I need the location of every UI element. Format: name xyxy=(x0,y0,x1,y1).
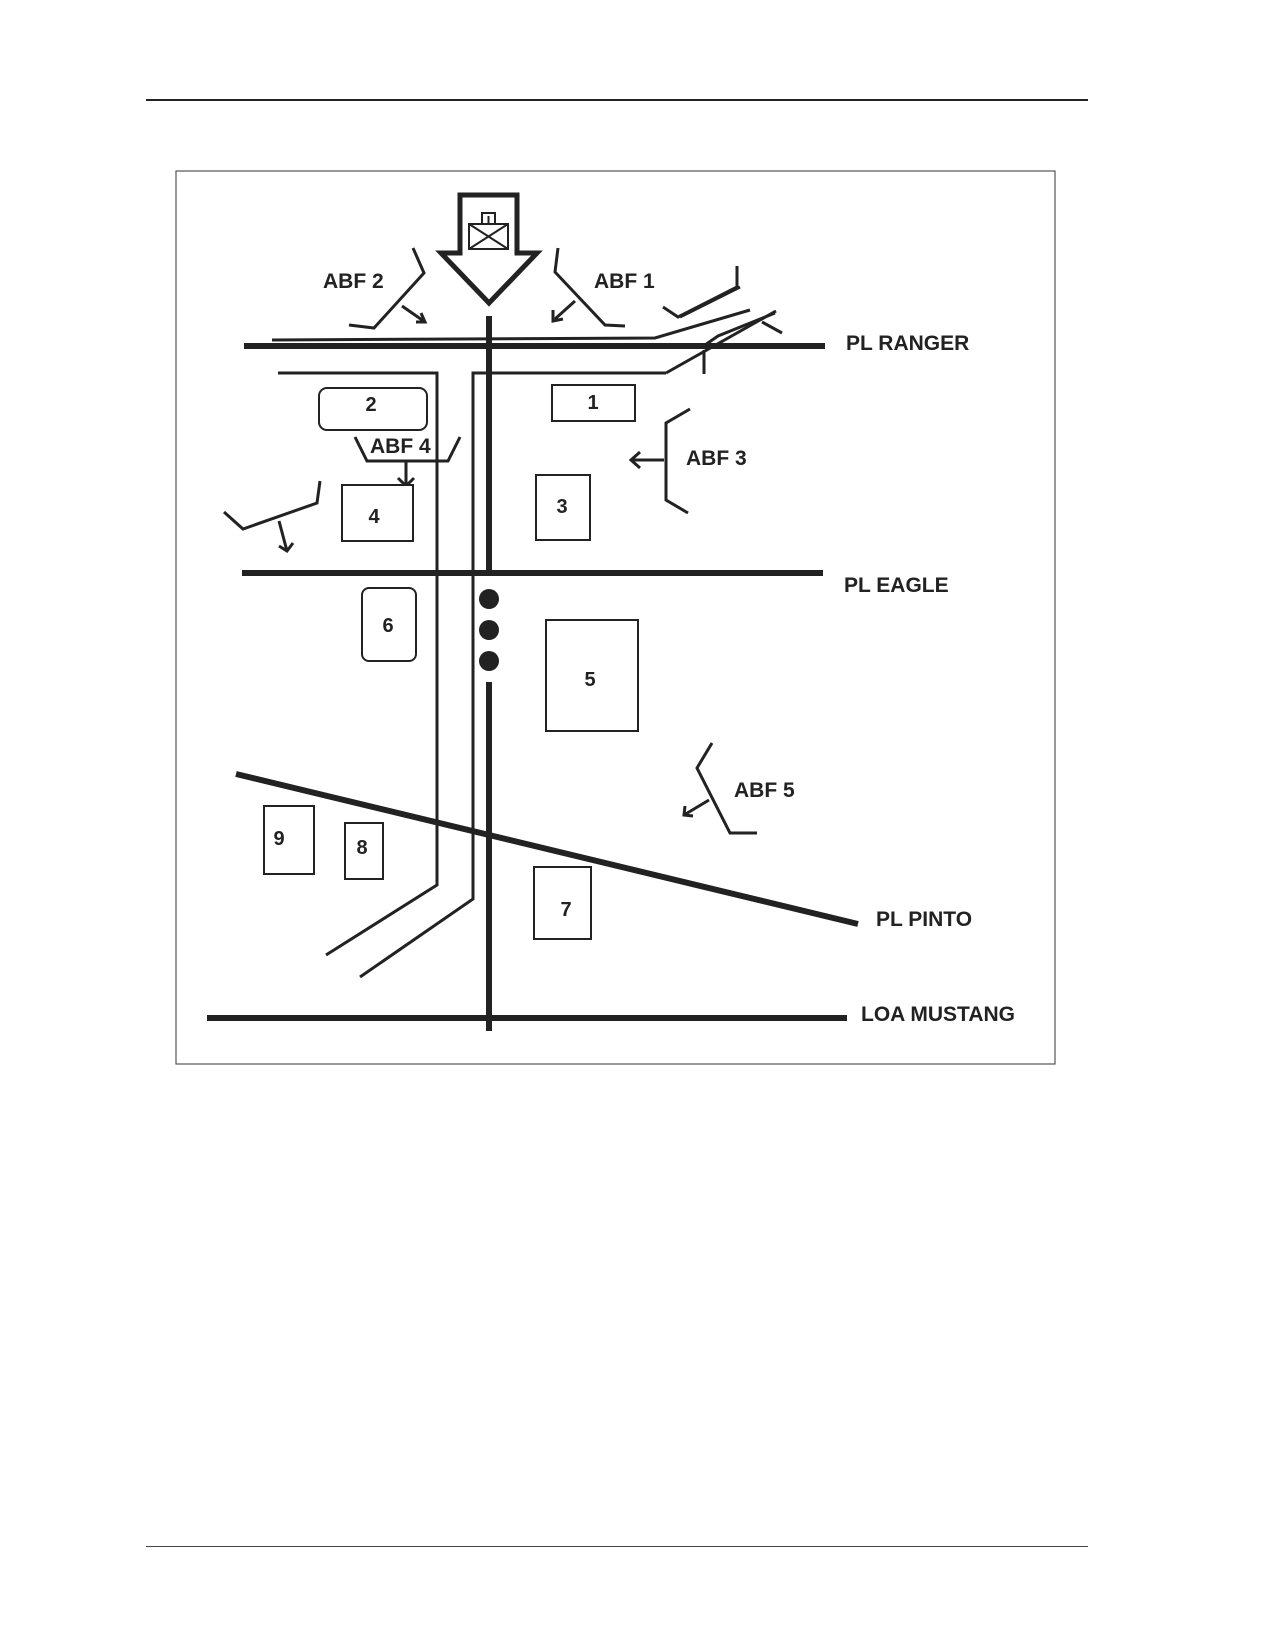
objective-2-label: 2 xyxy=(365,394,376,416)
objective-3-box xyxy=(535,474,591,541)
objective-1-label: 1 xyxy=(587,392,598,414)
objective-3-label: 3 xyxy=(556,496,567,518)
objective-5-box xyxy=(545,619,639,732)
road-east xyxy=(359,371,666,979)
abf-1-symbol xyxy=(551,247,626,328)
objective-6-box xyxy=(361,587,417,662)
objective-1-box xyxy=(551,384,636,422)
abf-2-label: ABF 2 xyxy=(323,270,384,293)
road-network xyxy=(271,308,783,979)
objective-4-box xyxy=(341,484,414,542)
phase-line-pinto xyxy=(235,771,859,927)
abf-4-label: ABF 4 xyxy=(370,435,431,458)
checkpoint-dot-icon xyxy=(479,651,499,671)
objective-8-box xyxy=(344,822,384,880)
abf-5-symbol xyxy=(682,742,757,835)
main-attack-arrow xyxy=(435,192,543,307)
objective-5-label: 5 xyxy=(584,669,595,691)
diagram-frame xyxy=(175,170,1056,1065)
header-rule xyxy=(146,99,1088,101)
abf-2-symbol xyxy=(348,247,428,330)
abf-west-symbol xyxy=(222,480,322,554)
checkpoint-dot-icon xyxy=(479,589,499,609)
abf-3-label: ABF 3 xyxy=(686,447,747,470)
abf-1-label: ABF 1 xyxy=(594,270,655,293)
checkpoint-dot-icon xyxy=(479,620,499,640)
objective-4-label: 4 xyxy=(368,506,380,528)
abf-field-ne-symbol xyxy=(662,266,741,319)
objective-8-label: 8 xyxy=(356,837,367,859)
objective-7-box xyxy=(533,866,592,940)
armor-unit-icon xyxy=(468,212,509,250)
objective-9-box xyxy=(263,805,315,875)
objective-9-label: 9 xyxy=(273,828,284,850)
objective-7-label: 7 xyxy=(560,899,571,921)
pl-eagle-label: PL EAGLE xyxy=(844,574,949,597)
loa-mustang-label: LOA MUSTANG xyxy=(861,1003,1015,1026)
pl-ranger-label: PL RANGER xyxy=(846,332,969,355)
objective-6-label: 6 xyxy=(382,615,393,637)
abf-5-label: ABF 5 xyxy=(734,779,795,802)
objective-2-box xyxy=(318,387,428,431)
pl-pinto-label: PL PINTO xyxy=(876,908,972,931)
footer-rule xyxy=(146,1546,1088,1547)
road-northeast xyxy=(665,309,777,375)
road-west xyxy=(278,371,439,957)
abf-3-symbol xyxy=(628,407,691,515)
